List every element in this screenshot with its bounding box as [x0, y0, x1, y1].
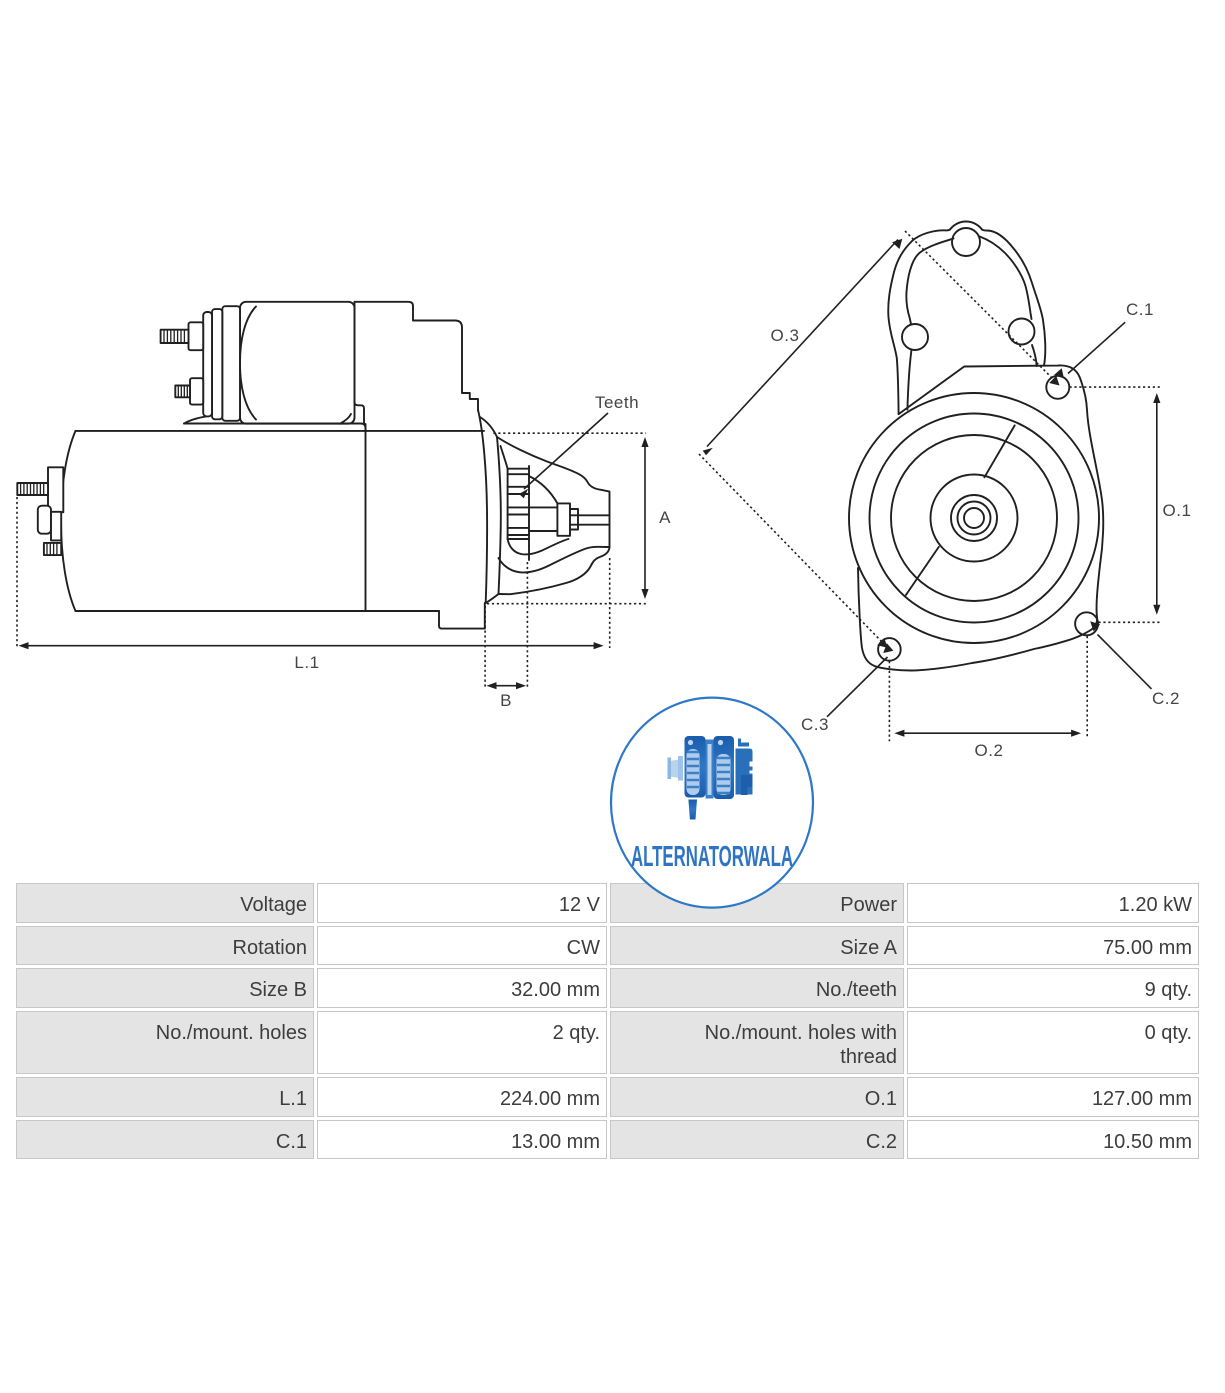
svg-text:C.2: C.2 [1152, 689, 1180, 708]
svg-text:B: B [500, 691, 512, 710]
svg-text:L.1: L.1 [294, 653, 319, 672]
svg-text:Teeth: Teeth [595, 393, 639, 412]
svg-text:C.1: C.1 [1126, 300, 1154, 319]
svg-text:O.1: O.1 [1163, 501, 1192, 520]
svg-text:O.3: O.3 [771, 326, 800, 345]
svg-text:ALTERNATORWALA: ALTERNATORWALA [631, 841, 793, 873]
svg-text:C.3: C.3 [801, 715, 829, 734]
svg-text:A: A [659, 508, 671, 527]
svg-text:O.2: O.2 [975, 741, 1004, 760]
